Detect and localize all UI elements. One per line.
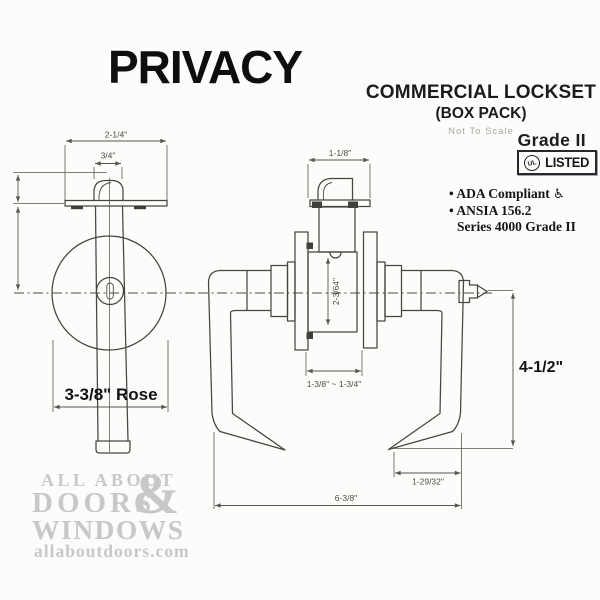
feature-ansi: • ANSIA 156.2 xyxy=(449,203,532,218)
feature-series: Series 4000 Grade II xyxy=(457,219,576,234)
dim-rose-diameter: 3-3/8" Rose xyxy=(64,385,157,404)
scale-note: Not To Scale xyxy=(448,126,514,137)
feature-list: • ADA Compliant ♿ • ANSIA 156.2 Series 4… xyxy=(449,186,599,235)
ul-listed-badge: UL LISTED xyxy=(517,150,598,175)
dim-door-thickness: 1-3/8" ~ 1-3/4" xyxy=(307,379,361,389)
feature-ada: • ADA Compliant ♿ xyxy=(449,186,599,203)
watermark-line1: ALL ABOUT xyxy=(41,470,177,490)
product-subtitle: (BOX PACK) xyxy=(435,105,527,122)
lockset-technical-drawing: 2-1/4" 3/4" xyxy=(13,130,563,509)
watermark-line2: DOORS xyxy=(32,487,156,519)
product-title: COMMERCIAL LOCKSET xyxy=(365,82,597,103)
dim-lever-return: 1-29/32" xyxy=(412,477,444,487)
dim-lever-length: 6-3/8" xyxy=(335,493,357,503)
side-view-drawing: 1-1/8" 2-3/64" xyxy=(198,148,563,509)
dim-faceplate-height: 1-1/8" xyxy=(329,148,351,158)
ul-listed-label: LISTED xyxy=(545,155,590,170)
watermark-url: allaboutdoors.com xyxy=(34,541,190,561)
wheelchair-icon: ♿ xyxy=(553,187,565,202)
header-block: COMMERCIAL LOCKSET (BOX PACK) Not To Sca… xyxy=(360,82,600,137)
front-view-drawing: 2-1/4" 3/4" xyxy=(13,130,196,454)
dim-lever-height: 4-1/2" xyxy=(519,359,563,376)
feature-ada-text: • ADA Compliant xyxy=(449,186,550,201)
dim-latch-bolt-width: 3/4" xyxy=(101,151,116,161)
dim-chassis-height: 2-3/64" xyxy=(331,278,341,305)
watermark-line3: WINDOWS xyxy=(32,514,185,545)
watermark-ampersand: & xyxy=(132,463,180,526)
page-title: PRIVACY xyxy=(108,41,303,93)
grade-label: Grade II xyxy=(517,130,586,150)
dim-faceplate-width: 2-1/4" xyxy=(105,130,127,140)
